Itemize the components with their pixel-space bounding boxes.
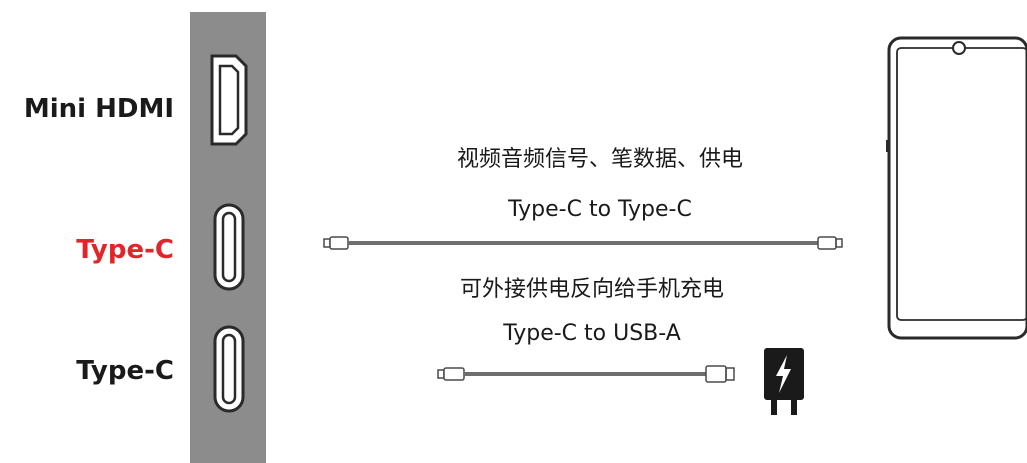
cable-c-to-a-description: 可外接供电反向给手机充电 xyxy=(460,277,724,302)
smartphone-icon xyxy=(886,36,1027,340)
cable-c-to-c xyxy=(323,236,843,250)
cable-c-to-c-name: Type-C to Type-C xyxy=(507,197,692,222)
usb-c-port-icon xyxy=(213,203,245,291)
cable-c-to-c-description: 视频音频信号、笔数据、供电 xyxy=(457,147,743,172)
port-label-type-c: Type-C xyxy=(76,356,174,386)
cable-c-to-a xyxy=(437,365,735,383)
usb-c-port-icon xyxy=(213,325,245,413)
port-label-type-c-highlight: Type-C xyxy=(76,235,174,265)
charger-lightning-icon xyxy=(764,348,804,415)
port-label-mini-hdmi: Mini HDMI xyxy=(24,94,174,124)
mini-hdmi-port-icon xyxy=(210,54,248,146)
cable-c-to-a-name: Type-C to USB-A xyxy=(502,321,681,346)
